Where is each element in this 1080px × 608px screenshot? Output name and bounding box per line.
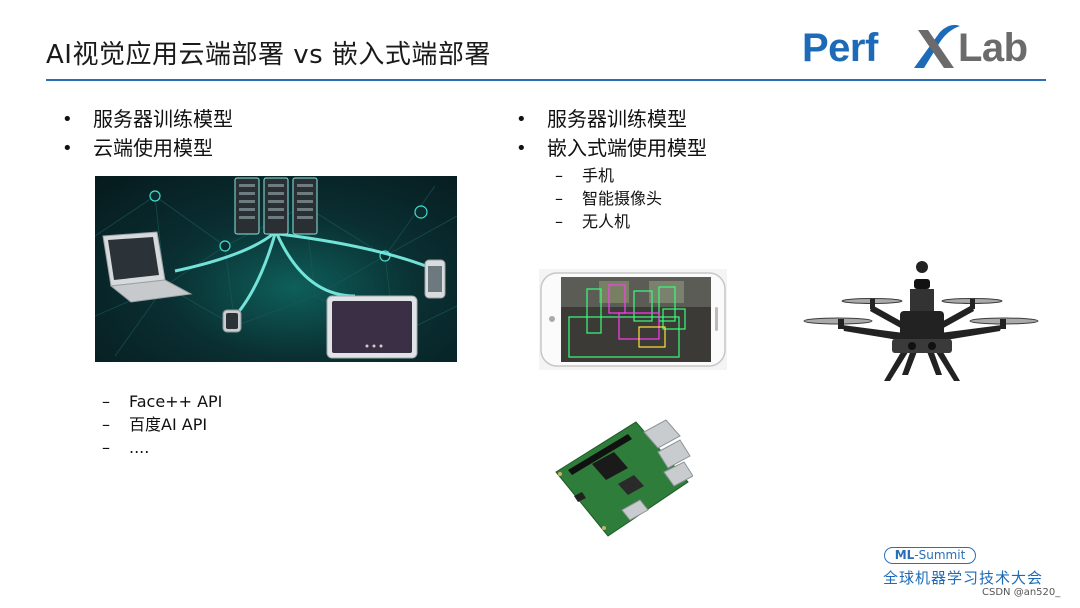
left-sub-item: .... xyxy=(102,436,222,459)
conference-name: 全球机器学习技术大会 xyxy=(883,569,1044,587)
right-bullet-item: 服务器训练模型 xyxy=(516,105,707,134)
raspberry-pi-image xyxy=(548,412,693,547)
ml-summit-prefix: ML xyxy=(894,548,915,562)
right-bullet-list: 服务器训练模型 嵌入式端使用模型 xyxy=(516,105,707,163)
right-sub-item: 手机 xyxy=(555,164,662,187)
right-sub-item: 无人机 xyxy=(555,210,662,233)
phone-detection-image xyxy=(539,269,727,370)
logo-text-lab: Lab xyxy=(958,26,1028,70)
perfxlab-logo: Perf Lab xyxy=(800,22,1050,74)
left-sub-list: Face++ API 百度AI API .... xyxy=(102,390,222,459)
right-bullet-item: 嵌入式端使用模型 xyxy=(516,134,707,163)
right-sub-list: 手机 智能摄像头 无人机 xyxy=(555,164,662,233)
cloud-network-image xyxy=(95,176,457,362)
drone-image xyxy=(800,255,1048,385)
left-bullet-item: 云端使用模型 xyxy=(62,134,233,163)
slide-title: AI视觉应用云端部署 vs 嵌入式端部署 xyxy=(46,40,491,70)
left-bullet-item: 服务器训练模型 xyxy=(62,105,233,134)
left-sub-item: 百度AI API xyxy=(102,413,222,436)
left-sub-item: Face++ API xyxy=(102,390,222,413)
title-divider xyxy=(46,79,1046,81)
ml-summit-suffix: -Summit xyxy=(914,548,966,562)
left-bullet-list: 服务器训练模型 云端使用模型 xyxy=(62,105,233,163)
ml-summit-badge: ML-Summit xyxy=(884,547,976,564)
logo-x-mark xyxy=(914,24,960,68)
right-sub-item: 智能摄像头 xyxy=(555,187,662,210)
logo-text-perf: Perf xyxy=(802,26,878,70)
csdn-watermark: CSDN @an520_ xyxy=(982,587,1061,598)
